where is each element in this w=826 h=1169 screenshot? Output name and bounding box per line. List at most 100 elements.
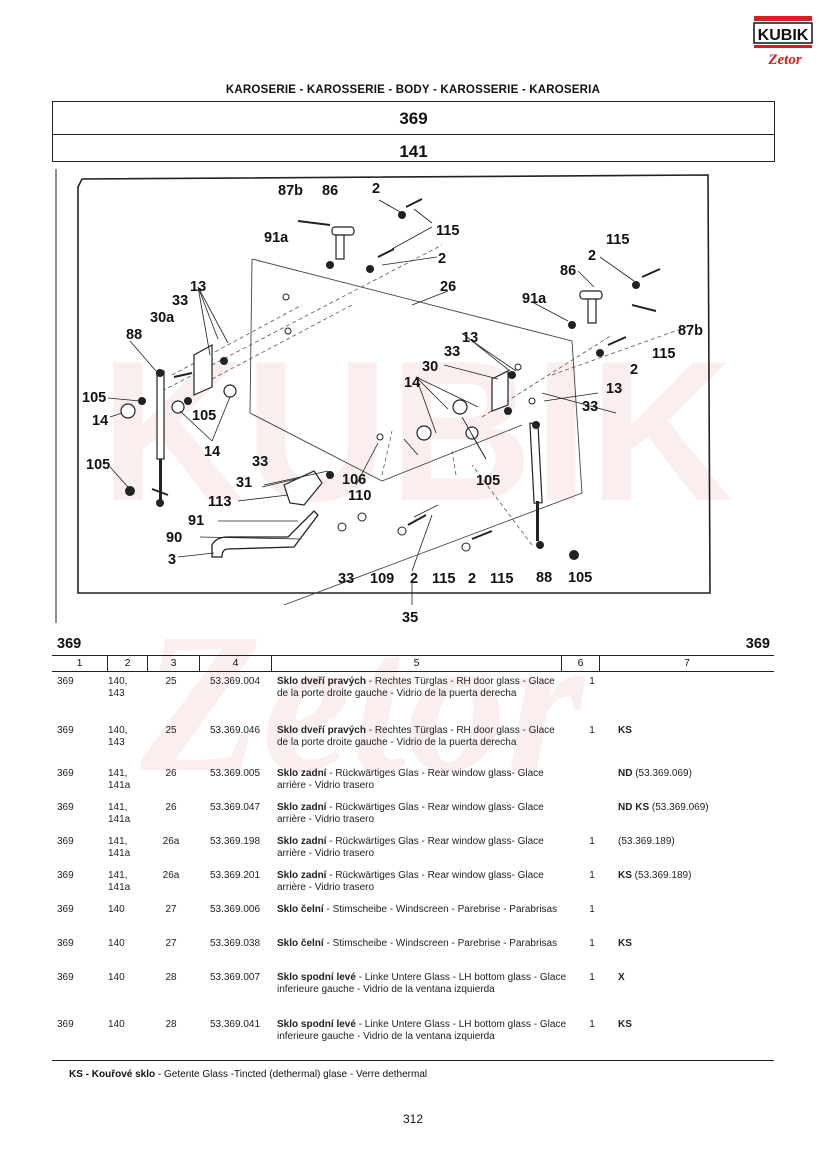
cell-quantity: 1 xyxy=(589,725,595,736)
subgroup-line: 141, xyxy=(108,836,128,847)
label-14: 14 xyxy=(92,413,108,429)
subgroup-line: 141a xyxy=(108,848,131,859)
cell-part-number: 53.369.041 xyxy=(209,1019,261,1030)
parts-table: 369 140,143 25 53.369.004 Sklo dveří pra… xyxy=(52,676,774,1059)
column-header: 1 xyxy=(52,656,108,671)
cell-group: 369 xyxy=(57,676,74,687)
description-name: Sklo čelní xyxy=(277,904,324,915)
table-row: 369 140 28 53.369.041 Sklo spodní levé -… xyxy=(52,1019,774,1059)
cell-subgroup: 141,141a xyxy=(108,802,148,826)
cell-description: Sklo dveří pravých - Rechtes Türglas - R… xyxy=(277,725,567,749)
table-row: 369 141,141a 26a 53.369.198 Sklo zadní -… xyxy=(52,836,774,870)
description-name: Sklo zadní xyxy=(277,870,327,881)
cell-position: 27 xyxy=(165,938,177,949)
note-text: (53.369.189) xyxy=(618,836,675,847)
cell-group: 369 xyxy=(57,1019,74,1030)
cell-part-number: 53.369.198 xyxy=(209,836,261,847)
column-header: 5 xyxy=(272,656,562,671)
leader-lines xyxy=(107,199,635,605)
note-code: ND KS xyxy=(618,802,650,813)
subgroup-line: 140 xyxy=(108,1019,125,1030)
subgroup-line: 141a xyxy=(108,814,131,825)
cell-note: X xyxy=(618,972,768,984)
note-text: (53.369.189) xyxy=(631,870,692,881)
cell-subgroup: 140 xyxy=(108,1019,148,1031)
column-header: 7 xyxy=(684,657,690,669)
page-number: 312 xyxy=(402,1112,424,1126)
cell-group: 369 xyxy=(57,870,74,881)
table-row: 369 140 27 53.369.038 Sklo čelní - Stims… xyxy=(52,938,774,972)
logo-top-text: KUBIK xyxy=(758,27,809,44)
cell-group: 369 xyxy=(57,972,74,983)
cell-part-number: 53.369.006 xyxy=(209,904,261,915)
label-31: 31 xyxy=(236,475,252,491)
cell-note: KS xyxy=(618,938,768,950)
cell-position: 28 xyxy=(165,1019,177,1030)
cell-description: Sklo čelní - Stimscheibe - Windscreen - … xyxy=(277,938,567,950)
description-text: - Rechtes Türglas - RH door glass - Glac… xyxy=(277,725,555,748)
label-88: 88 xyxy=(126,327,142,343)
subgroup-line: 141, xyxy=(108,802,128,813)
cell-quantity: 1 xyxy=(589,938,595,949)
cell-group: 369 xyxy=(57,768,74,779)
label-33: 33 xyxy=(172,293,188,309)
label-13: 13 xyxy=(462,330,478,346)
footnote-code: KS - Kouřové sklo xyxy=(69,1069,156,1080)
cell-subgroup: 140 xyxy=(108,904,148,916)
cell-position: 26a xyxy=(162,870,180,881)
cell-part-number: 53.369.005 xyxy=(209,768,261,779)
note-code: KS xyxy=(618,1019,632,1030)
subgroup-line: 143 xyxy=(108,688,125,699)
cell-note: ND (53.369.069) xyxy=(618,768,768,780)
table-row: 369 141,141a 26a 53.369.201 Sklo zadní -… xyxy=(52,870,774,904)
label-91a: 91a xyxy=(264,230,289,246)
diagram-part-labels: 87b 86 2 115 91a 2 26 13 33 30a 88 105 1… xyxy=(82,181,703,626)
note-code: KS xyxy=(618,938,632,949)
diagram-frame xyxy=(77,174,711,594)
description-text: - Linke Untere Glass - LH bottom glass -… xyxy=(277,1019,566,1042)
cell-part-number: 53.369.047 xyxy=(209,802,261,813)
cell-description: Sklo zadní - Rückwärtiges Glas - Rear wi… xyxy=(277,870,567,894)
label-33: 33 xyxy=(582,399,598,415)
label-30: 30 xyxy=(422,359,438,375)
label-30a: 30a xyxy=(150,310,175,326)
label-87b: 87b xyxy=(678,323,703,339)
label-115: 115 xyxy=(436,223,459,239)
column-header: 3 xyxy=(148,656,200,671)
description-text: - Rechtes Türglas - RH door glass - Glac… xyxy=(277,676,555,699)
label-14: 14 xyxy=(204,444,220,460)
cell-group: 369 xyxy=(57,938,74,949)
subgroup-line: 140 xyxy=(108,938,125,949)
label-13: 13 xyxy=(606,381,622,397)
label-105: 105 xyxy=(568,570,592,586)
label-13: 13 xyxy=(190,279,206,295)
cell-subgroup: 141,141a xyxy=(108,870,148,894)
label-2: 2 xyxy=(410,571,418,587)
description-name: Sklo zadní xyxy=(277,836,327,847)
label-35: 35 xyxy=(402,610,418,626)
group-label-right: 369 xyxy=(745,636,770,652)
table-row: 369 141,141a 26 53.369.047 Sklo zadní - … xyxy=(52,802,774,836)
cell-group: 369 xyxy=(57,904,74,915)
cell-quantity: 1 xyxy=(589,676,595,687)
left-gas-strut xyxy=(156,369,165,507)
cell-part-number: 53.369.007 xyxy=(209,972,261,983)
description-text: - Rückwärtiges Glas - Rear window glass-… xyxy=(277,870,544,893)
column-header-row: 1 2 3 4 5 6 7 xyxy=(52,655,774,672)
cell-position: 27 xyxy=(165,904,177,915)
cell-subgroup: 140,143 xyxy=(108,725,148,749)
subgroup-line: 140 xyxy=(108,904,125,915)
washers xyxy=(282,293,536,552)
cell-subgroup: 140 xyxy=(108,938,148,950)
note-code: X xyxy=(618,972,625,983)
screws xyxy=(151,198,661,540)
description-text: - Stimscheibe - Windscreen - Parebrise -… xyxy=(323,904,558,915)
note-code: KS xyxy=(618,725,632,736)
exploded-diagram: 87b 86 2 115 91a 2 26 13 33 30a 88 105 1… xyxy=(52,165,774,627)
label-86: 86 xyxy=(322,183,338,199)
cell-group: 369 xyxy=(57,836,74,847)
label-2: 2 xyxy=(372,181,380,197)
label-91: 91 xyxy=(188,513,204,529)
cell-description: Sklo zadní - Rückwärtiges Glas - Rear wi… xyxy=(277,768,567,792)
cell-description: Sklo spodní levé - Linke Untere Glass - … xyxy=(277,972,567,996)
